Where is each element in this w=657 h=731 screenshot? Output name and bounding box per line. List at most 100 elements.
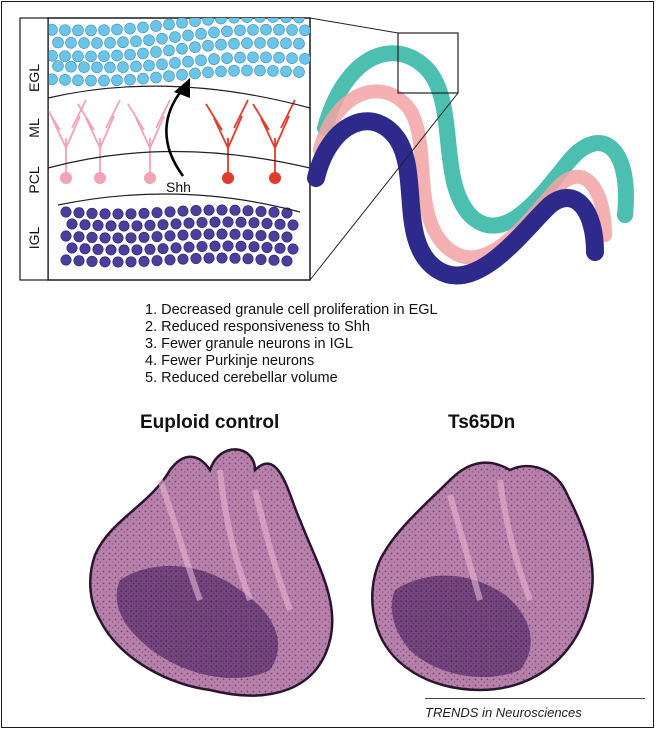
igl-cell [74,208,84,218]
igl-cell [204,229,214,239]
egl-cell [170,32,181,43]
igl-cell [139,232,149,242]
egl-cell [190,68,201,79]
egl-cell [183,30,194,41]
layer-label-pcl: PCL [26,166,42,193]
egl-cell [255,11,266,22]
egl-cell [79,62,90,73]
journal-credit: TRENDS in Neurosciences [425,705,582,720]
layer-label-ml: ML [26,118,42,138]
igl-cell [230,205,240,215]
egl-cell [222,53,233,64]
egl-cell [268,38,279,49]
igl-cell [262,218,272,228]
egl-cell [60,74,71,85]
egl-cell [248,52,259,63]
igl-cell [204,205,214,215]
egl-cell [216,39,227,50]
egl-cell [105,37,116,48]
egl-cell [99,25,110,36]
igl-cell [236,217,246,227]
igl-cell [126,209,136,219]
ts65dn-title: Ts65Dn [448,412,515,434]
egl-cell [229,38,240,49]
egl-cell [209,54,220,65]
igl-cell [191,229,201,239]
igl-cell [145,220,155,230]
igl-cell [217,229,227,239]
finding-item: 5. Reduced cerebellar volume [145,370,438,387]
igl-cell [100,257,110,267]
igl-cell [256,206,266,216]
igl-cell [204,253,214,263]
ts65dn-cerebellum-section [372,463,592,690]
igl-cell [126,257,136,267]
egl-cell [203,40,214,51]
egl-cell [112,75,123,86]
igl-cell [269,231,279,241]
igl-cell [106,245,116,255]
igl-cell [256,254,266,264]
egl-cell [125,74,136,85]
egl-cell [216,13,227,24]
igl-cell [236,241,246,251]
igl-cell [80,244,90,254]
igl-cell [223,241,233,251]
igl-cell [282,232,292,242]
egl-cell [274,24,285,35]
folia-ribbon [310,18,626,280]
egl-cell [53,37,64,48]
igl-cell [61,207,71,217]
igl-cell [230,229,240,239]
egl-cell [112,50,123,61]
egl-cell [281,66,292,77]
igl-cell [249,242,259,252]
egl-cell [196,55,207,66]
egl-cell [300,25,311,36]
egl-cell [60,51,71,62]
egl-cell [281,38,292,49]
igl-cell [197,241,207,251]
igl-cell [243,254,253,264]
egl-cell [287,53,298,64]
igl-cell [80,220,90,230]
igl-cell [100,209,110,219]
igl-cell [61,231,71,241]
igl-cell [249,218,259,228]
igl-cell [74,256,84,266]
igl-cell [243,230,253,240]
egl-cell [255,37,266,48]
egl-cell [73,25,84,36]
egl-cell [66,61,77,72]
egl-cell [268,12,279,23]
egl-cell [268,65,279,76]
egl-cell [294,38,305,49]
egl-cell [79,38,90,49]
igl-cell [178,206,188,216]
egl-cell [183,56,194,67]
igl-cell [165,207,175,217]
igl-cell [184,218,194,228]
egl-cell [86,25,97,36]
cortex-layers-inset: EGL ML PCL IGL Shh [20,11,311,280]
egl-cell [144,35,155,46]
igl-cell [217,253,227,263]
egl-cell [99,75,110,86]
igl-cell [256,230,266,240]
findings-list: 1. Decreased granule cell proliferation … [145,302,438,387]
egl-cell [164,45,175,56]
igl-cell [67,243,77,253]
zoom-line-top [310,18,398,33]
egl-cell [229,65,240,76]
egl-cell [151,46,162,57]
egl-cell [242,38,253,49]
igl-cell [184,242,194,252]
egl-cell [86,75,97,86]
egl-cell [209,27,220,38]
igl-cell [197,217,207,227]
igl-cell [158,219,168,229]
igl-cell [132,221,142,231]
egl-cell [157,59,168,70]
igl-cell [243,206,253,216]
egl-cell [164,71,175,82]
